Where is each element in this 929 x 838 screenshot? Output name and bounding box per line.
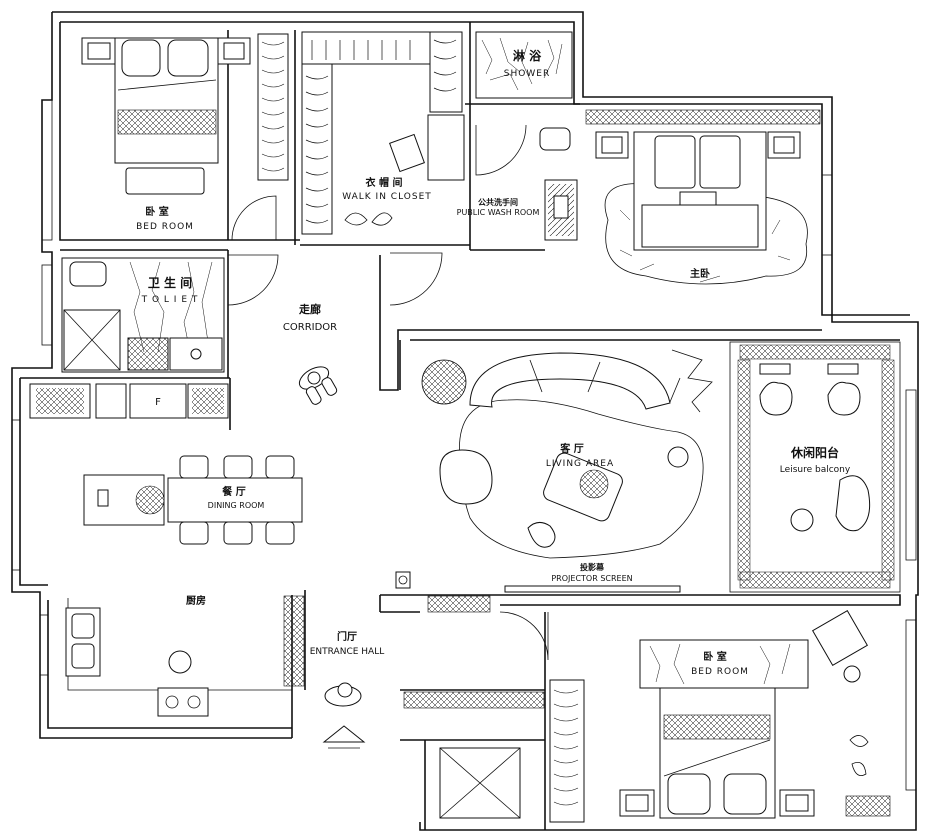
shower-zh: 淋 浴	[513, 48, 542, 63]
kitchen-zh: 厨房	[186, 594, 206, 607]
shower-en: SHOWER	[504, 69, 550, 79]
dining-en: DINING ROOM	[208, 501, 265, 510]
toilet-en: T O L I E T	[141, 295, 199, 305]
interior-walls	[67, 22, 901, 830]
bedroom-nw-en: BED ROOM	[136, 222, 194, 232]
living-zh: 客 厅	[559, 442, 583, 455]
walkin-en: WALK IN CLOSET	[342, 192, 432, 202]
leisure-balcony: 休闲阳台 Leisure balcony	[729, 341, 901, 593]
bedroom-se: 卧 室 BED ROOM	[549, 609, 891, 823]
walkin-zh: 衣 帽 间	[366, 176, 403, 189]
living-en: LIVING AREA	[546, 459, 614, 469]
bedroom-nw-zh: 卧 室	[145, 205, 168, 218]
master-bedroom: 主卧	[585, 109, 821, 285]
entrance-zh: 门厅	[337, 630, 357, 643]
balcony-zh: 休闲阳台	[790, 445, 839, 460]
public-wash-en: PUBLIC WASH ROOM	[457, 208, 540, 217]
dining-zh: 餐 厅	[221, 485, 245, 498]
walk-in-closet: 衣 帽 间 WALK IN CLOSET	[301, 31, 465, 235]
corridor: 走廊 CORRIDOR	[283, 252, 443, 405]
toilet-zh: 卫 生 间	[148, 275, 192, 290]
corridor-en: CORRIDOR	[283, 322, 337, 333]
master-zh: 主卧	[690, 267, 710, 280]
shower-area: 淋 浴 SHOWER 公共洗手间 PUBLIC WASH ROOM	[457, 31, 578, 241]
projector-en: PROJECTOR SCREEN	[551, 574, 632, 583]
living-room: 客 厅 LIVING AREA 投影幕 PROJECTOR SCREEN	[395, 349, 713, 593]
projector-zh: 投影幕	[580, 562, 605, 572]
windows	[11, 99, 917, 791]
public-wash-zh: 公共洗手间	[478, 197, 518, 207]
bedroom-nw: 卧 室 BED ROOM	[81, 33, 289, 241]
entrance-hall: 门厅 ENTRANCE HALL	[310, 595, 549, 819]
dining-room: F 餐 厅 DINING ROOM	[29, 383, 303, 545]
bedroom-se-en: BED ROOM	[691, 667, 749, 677]
corridor-zh: 走廊	[298, 302, 321, 316]
balcony-en: Leisure balcony	[780, 465, 851, 475]
kitchen: 厨房	[65, 594, 305, 717]
bedroom-se-zh: 卧 室	[703, 650, 726, 663]
toilet: 卫 生 间 T O L I E T	[61, 254, 279, 373]
fridge-label: F	[155, 397, 161, 408]
entrance-en: ENTRANCE HALL	[310, 647, 384, 657]
